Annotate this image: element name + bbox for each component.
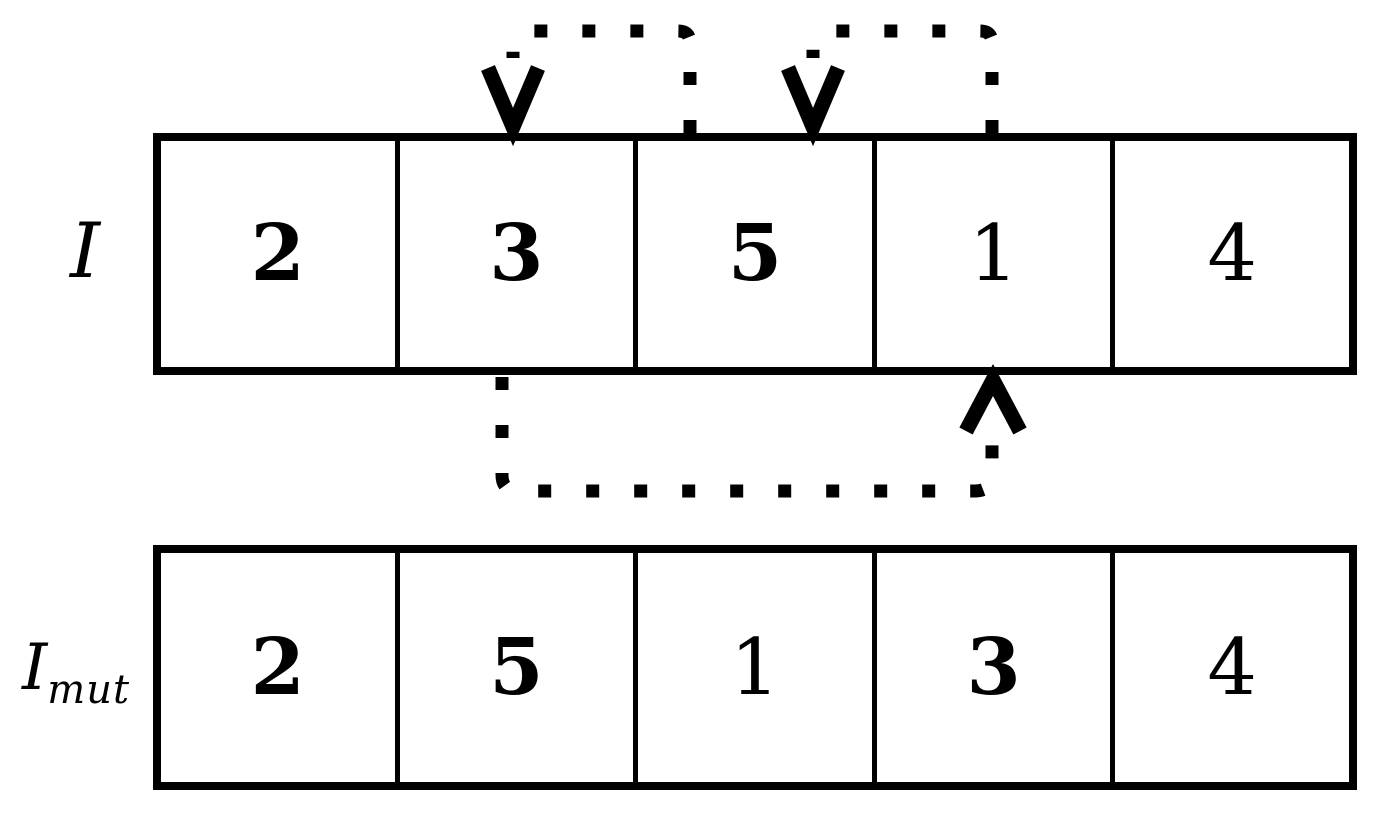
array-cell-mutated-1: 5 <box>394 553 634 782</box>
dotted-connector-move-5 <box>506 24 697 133</box>
array-cell-original-2: 5 <box>633 141 872 367</box>
array-cell-original-4: 4 <box>1110 141 1349 367</box>
array-cell-mutated-4: 4 <box>1110 553 1349 782</box>
array-cell-original-0: 2 <box>250 208 305 299</box>
dotted-connector-move-1 <box>806 24 999 133</box>
array-cell-mutated-3: 3 <box>871 553 1111 782</box>
array-label-original: I <box>70 213 100 289</box>
arrowhead-down-right-icon <box>781 65 845 147</box>
array-cell-mutated-2: 1 <box>633 553 872 782</box>
arrowhead-down-left-icon <box>481 65 545 147</box>
array-original: 2 3 5 1 4 <box>153 133 1357 375</box>
array-cell-original-3: 1 <box>871 141 1111 367</box>
array-cell-original-1: 3 <box>394 141 634 367</box>
array-cell-mutated-0: 2 <box>250 621 305 713</box>
array-label-mutated-base: I <box>22 631 48 705</box>
arrowhead-up-icon <box>959 363 1027 435</box>
array-mutated: 2 5 1 3 4 <box>153 545 1357 790</box>
array-label-original-text: I <box>70 206 101 295</box>
array-label-mutated-subscript: mut <box>47 667 131 713</box>
dotted-connector-move-3 <box>495 377 999 498</box>
array-label-mutated: Imut <box>22 636 130 710</box>
